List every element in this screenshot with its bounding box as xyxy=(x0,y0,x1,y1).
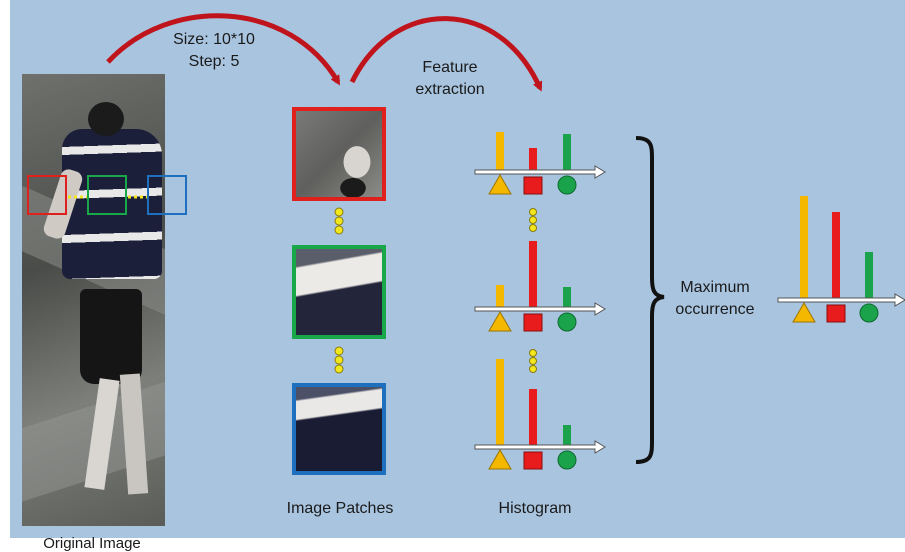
histogram-3 xyxy=(474,359,606,470)
triangle-icon xyxy=(792,302,816,323)
patch-ellipsis xyxy=(334,346,344,374)
triangle-icon xyxy=(488,449,512,470)
region-box-blue xyxy=(147,175,187,215)
size-label: Size: 10*10 xyxy=(173,31,255,48)
curved-arrow-feature xyxy=(349,16,543,92)
maximum-label-line1: Maximum xyxy=(680,279,750,296)
histogram-axis-arrow xyxy=(777,293,905,307)
histogram-ellipsis xyxy=(529,208,537,232)
histogram-ellipsis xyxy=(529,349,537,373)
region-box-green xyxy=(87,175,127,215)
photo-striped-shirt xyxy=(62,129,162,279)
histogram-layer xyxy=(474,132,905,470)
histogram-bar xyxy=(496,285,504,309)
square-icon xyxy=(523,313,543,332)
histogram-bar xyxy=(563,425,571,447)
step-label: Step: 5 xyxy=(188,53,240,70)
circle-icon xyxy=(557,312,577,332)
feature-label-line1: Feature xyxy=(422,59,478,76)
patch-frame-green xyxy=(292,245,386,339)
square-icon xyxy=(523,176,543,195)
triangle-icon xyxy=(488,174,512,195)
patch-frame-red xyxy=(292,107,386,201)
histogram-bar xyxy=(563,287,571,309)
photo-shorts xyxy=(80,289,142,384)
histogram-bar xyxy=(529,148,537,172)
triangle-icon xyxy=(488,311,512,332)
square-icon xyxy=(523,451,543,470)
patch-frame-blue xyxy=(292,383,386,475)
image-patches-caption: Image Patches xyxy=(286,500,394,517)
histogram-axis-arrow xyxy=(474,302,606,316)
histogram-axis-arrow xyxy=(474,440,606,454)
patch-image-2 xyxy=(295,248,383,336)
histogram-bar xyxy=(529,241,537,309)
photo-head xyxy=(88,102,124,136)
histogram-bar xyxy=(496,132,504,172)
histogram-2 xyxy=(474,241,606,332)
circle-icon xyxy=(557,175,577,195)
histogram-bar xyxy=(496,359,504,447)
original-image-caption: Original Image xyxy=(43,535,141,552)
square-icon xyxy=(826,304,846,323)
feature-label-line2: extraction xyxy=(415,81,485,98)
histogram-4 xyxy=(777,196,905,323)
original-image xyxy=(22,74,165,526)
histogram-axis-arrow xyxy=(474,165,606,179)
patch-image-1 xyxy=(295,110,383,198)
patch-ellipsis xyxy=(334,207,344,235)
histogram-bar xyxy=(563,134,571,172)
histogram-bar xyxy=(800,196,808,300)
histogram-caption: Histogram xyxy=(498,500,572,517)
curly-brace xyxy=(635,136,665,464)
region-box-red xyxy=(27,175,67,215)
histogram-bar xyxy=(832,212,840,300)
histogram-bar xyxy=(865,252,873,300)
curved-arrow-size-step xyxy=(106,13,341,86)
histogram-bar xyxy=(529,389,537,447)
histogram-1 xyxy=(474,132,606,195)
patch-image-3 xyxy=(295,386,383,472)
circle-icon xyxy=(859,303,879,323)
circle-icon xyxy=(557,450,577,470)
maximum-label-line2: occurrence xyxy=(675,301,755,318)
